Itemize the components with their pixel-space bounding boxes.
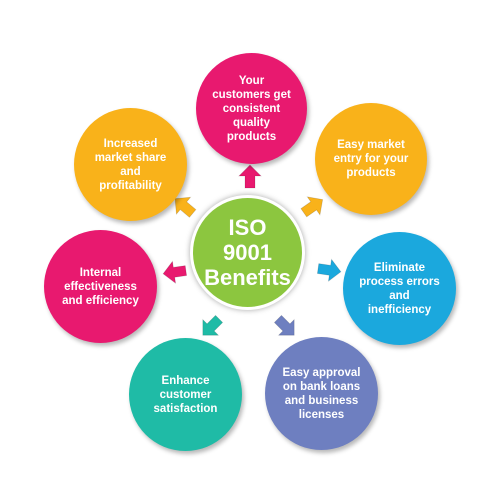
arrow-icon bbox=[238, 164, 262, 189]
benefit-label: Your customers get consistent quality pr… bbox=[212, 74, 291, 143]
center-hub: ISO 9001 Benefits bbox=[190, 195, 305, 310]
arrow-icon bbox=[316, 258, 342, 283]
arrow-icon bbox=[174, 196, 197, 218]
center-line-2: 9001 bbox=[223, 240, 272, 265]
benefit-label: Enhance customer satisfaction bbox=[153, 374, 218, 415]
benefit-node-market-share: Increased market share and profitability bbox=[74, 108, 187, 221]
benefit-node-eliminate-errors: Eliminate process errors and inefficienc… bbox=[343, 232, 456, 345]
arrow-icon bbox=[202, 314, 224, 336]
benefit-node-consistent-quality: Your customers get consistent quality pr… bbox=[196, 53, 307, 164]
benefit-node-internal-effectiveness: Internal effectiveness and efficiency bbox=[44, 230, 157, 343]
benefit-node-market-entry: Easy market entry for your products bbox=[315, 103, 427, 215]
benefit-label: Easy market entry for your products bbox=[333, 139, 409, 179]
benefit-node-bank-loans: Easy approval on bank loans and business… bbox=[265, 337, 378, 450]
arrow-icon bbox=[273, 314, 295, 336]
benefit-label: Increased market share and profitability bbox=[94, 137, 167, 192]
arrow-icon bbox=[162, 260, 188, 285]
benefit-label: Internal effectiveness and efficiency bbox=[62, 266, 139, 307]
benefit-label: Eliminate process errors and inefficienc… bbox=[359, 261, 440, 316]
benefit-label: Easy approval on bank loans and business… bbox=[282, 366, 361, 421]
benefit-node-customer-satisfaction: Enhance customer satisfaction bbox=[129, 338, 242, 451]
center-line-3: Benefits bbox=[204, 265, 291, 290]
arrow-icon bbox=[300, 196, 324, 218]
center-line-1: ISO bbox=[228, 215, 267, 240]
